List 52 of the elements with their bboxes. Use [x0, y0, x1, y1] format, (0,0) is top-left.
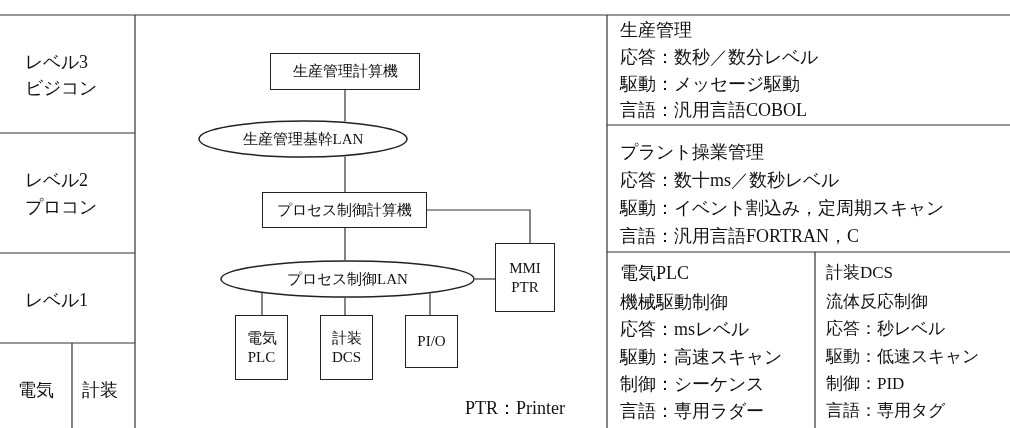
footnote: PTR：Printer	[465, 397, 565, 419]
node-label: 生産管理計算機	[292, 62, 398, 81]
cell-text: 駆動：低速スキャン	[826, 346, 979, 368]
node-label: 生産管理基幹LAN	[242, 129, 364, 149]
level-label: ビジコン	[25, 77, 97, 99]
cell-text: 計装DCS	[826, 262, 894, 284]
node-label: プロセス制御LAN	[287, 269, 408, 289]
cell-text: 駆動：イベント割込み，定周期スキャン	[620, 197, 944, 219]
device-box	[495, 243, 555, 312]
connector-line	[344, 227, 346, 261]
device-box	[405, 315, 458, 368]
cell-text: 応答：数秒／数分レベル	[620, 46, 818, 68]
connector-line	[261, 292, 263, 316]
node-label: 計装DCS	[330, 328, 363, 367]
column-label: 計装	[82, 379, 118, 401]
cell-text: 応答：数十ms／数秒レベル	[620, 169, 839, 191]
cell-text: 駆動：メッセージ駆動	[620, 73, 800, 95]
cell-text: プラント操業管理	[620, 141, 764, 163]
level-label: レベル3	[25, 51, 88, 73]
cell-text: 制御：シーケンス	[620, 373, 764, 395]
connector-line	[344, 297, 346, 316]
cell-text: 応答：msレベル	[620, 318, 749, 340]
node-label: プロセス制御計算機	[277, 200, 412, 220]
column-label: 電気	[18, 379, 54, 401]
cell-text: 応答：秒レベル	[826, 318, 945, 340]
device-box	[262, 192, 427, 228]
device-box	[320, 315, 373, 380]
cell-text: 言語：専用ラダー	[620, 400, 764, 422]
level-label: レベル1	[25, 289, 88, 311]
connector-line	[474, 278, 496, 280]
connector-line	[426, 209, 531, 244]
network-ellipse	[220, 260, 475, 298]
device-box	[235, 315, 288, 380]
node-label: 電気PLC	[245, 328, 278, 367]
cell-text: 駆動：高速スキャン	[620, 346, 782, 368]
cell-text: 言語：汎用言語COBOL	[620, 99, 807, 121]
cell-text: 流体反応制御	[826, 291, 928, 313]
network-ellipse	[198, 120, 408, 158]
cell-text: 生産管理	[620, 19, 692, 41]
device-box	[270, 53, 420, 90]
level-label: レベル2	[25, 169, 88, 191]
cell-text: 制御：PID	[826, 373, 905, 395]
connector-line	[344, 89, 346, 123]
cell-text: 言語：専用タグ	[826, 400, 945, 422]
cell-text: 電気PLC	[620, 262, 689, 284]
connector-line	[429, 292, 431, 316]
connector-line	[344, 155, 346, 193]
node-label: MMI PTR	[508, 258, 542, 297]
level-label: プロコン	[25, 196, 97, 218]
cell-text: 言語：汎用言語FORTRAN，C	[620, 225, 859, 247]
cell-text: 機械駆動制御	[620, 291, 728, 313]
node-label: PI/O	[417, 332, 446, 351]
